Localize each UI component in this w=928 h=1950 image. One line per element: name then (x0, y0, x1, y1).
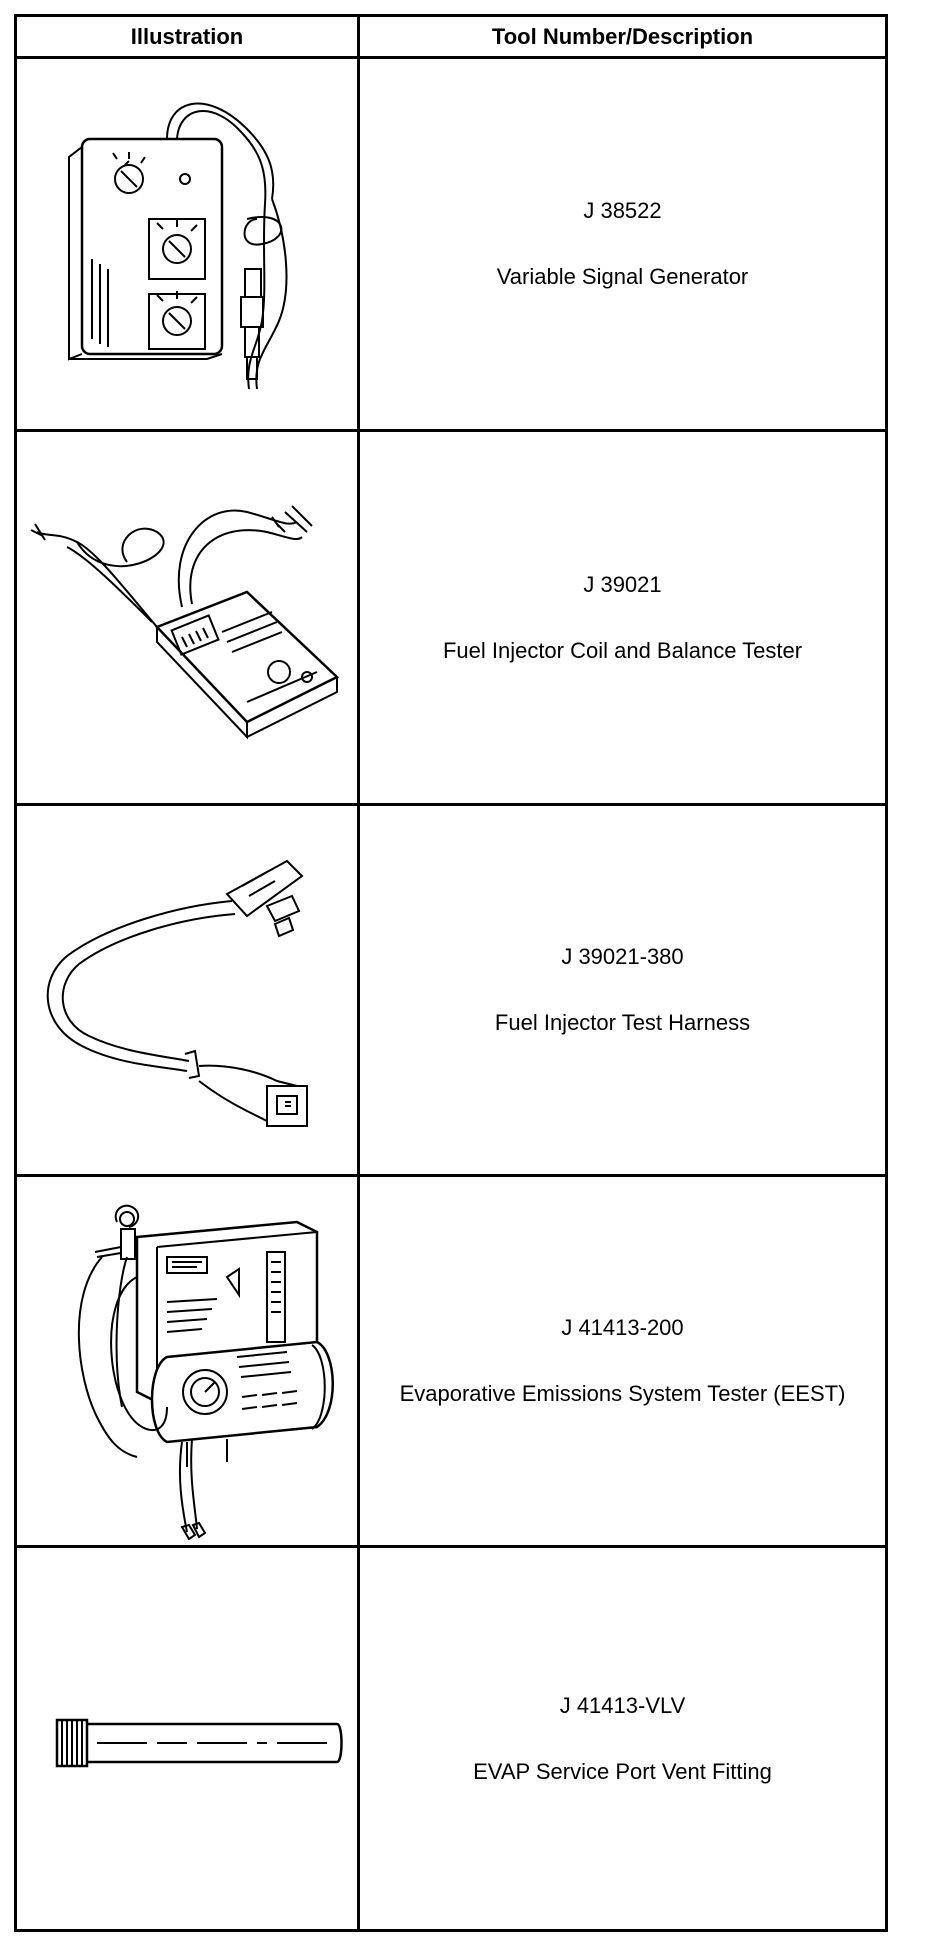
test-harness-illustration (17, 806, 357, 1174)
variable-signal-generator-illustration (17, 59, 357, 429)
tools-table: Illustration Tool Number/Description (14, 14, 888, 1932)
tool-description: EVAP Service Port Vent Fitting (473, 1758, 772, 1784)
table-row: J 41413-200 Evaporative Emissions System… (17, 1174, 885, 1545)
tool-description-cell: J 39021 Fuel Injector Coil and Balance T… (360, 432, 885, 803)
column-divider (357, 17, 360, 1929)
fuel-injector-tester-illustration (17, 432, 357, 803)
tool-description-cell: J 41413-VLV EVAP Service Port Vent Fitti… (360, 1548, 885, 1929)
table-header: Illustration Tool Number/Description (17, 17, 885, 59)
tool-description: Variable Signal Generator (496, 264, 749, 289)
tool-number: J 41413-200 (561, 1315, 684, 1340)
tool-description: Evaporative Emissions System Tester (EES… (399, 1381, 846, 1406)
table-row: J 41413-VLV EVAP Service Port Vent Fitti… (17, 1545, 885, 1929)
table-row: J 39021 Fuel Injector Coil and Balance T… (17, 429, 885, 803)
header-illustration: Illustration (130, 24, 244, 49)
tool-description: Fuel Injector Coil and Balance Tester (442, 637, 803, 663)
tool-description-cell: J 38522 Variable Signal Generator (360, 59, 885, 429)
tool-number: J 38522 (583, 198, 662, 223)
vent-fitting-illustration (17, 1548, 357, 1929)
tool-number: J 39021-380 (561, 944, 684, 969)
table-row: J 39021-380 Fuel Injector Test Harness (17, 803, 885, 1174)
tool-number: J 41413-VLV (559, 1692, 686, 1718)
tool-description-cell: J 41413-200 Evaporative Emissions System… (360, 1177, 885, 1545)
header-tool-description: Tool Number/Description (491, 24, 754, 49)
eest-illustration (17, 1177, 357, 1545)
tool-description: Fuel Injector Test Harness (494, 1010, 751, 1035)
table-row: J 38522 Variable Signal Generator (17, 59, 885, 429)
tool-description-cell: J 39021-380 Fuel Injector Test Harness (360, 806, 885, 1174)
tool-number: J 39021 (583, 571, 662, 597)
